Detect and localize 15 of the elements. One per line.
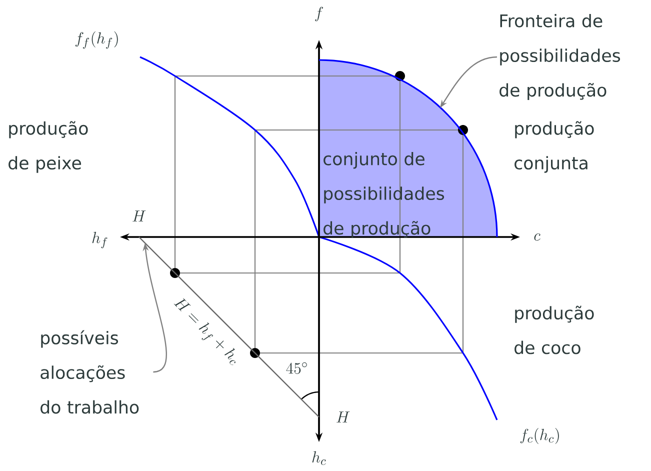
curve-label: $f_f(h_f)$ [75, 31, 118, 49]
axis-label: $c$ [534, 233, 540, 241]
annotation-text: produção conjunta [514, 121, 594, 173]
axis-label: $H$ [336, 412, 350, 422]
axis-label: $h_c$ [312, 451, 326, 465]
constraint-label: $H = h_f + h_c$ [174, 298, 236, 366]
angle-label: $45^\circ$ [286, 362, 307, 374]
annotation-text: produção de coco [514, 306, 594, 354]
axis-label: $f$ [315, 6, 324, 22]
axis-label: $h_f$ [92, 232, 108, 248]
line [138, 236, 320, 418]
annotation-text: possíveis alocações do trabalho [40, 330, 139, 414]
curve-label: $f_c(h_c)$ [520, 428, 559, 444]
axis-label: $H$ [132, 210, 146, 222]
annotation-text: produção de peixe [8, 121, 88, 173]
